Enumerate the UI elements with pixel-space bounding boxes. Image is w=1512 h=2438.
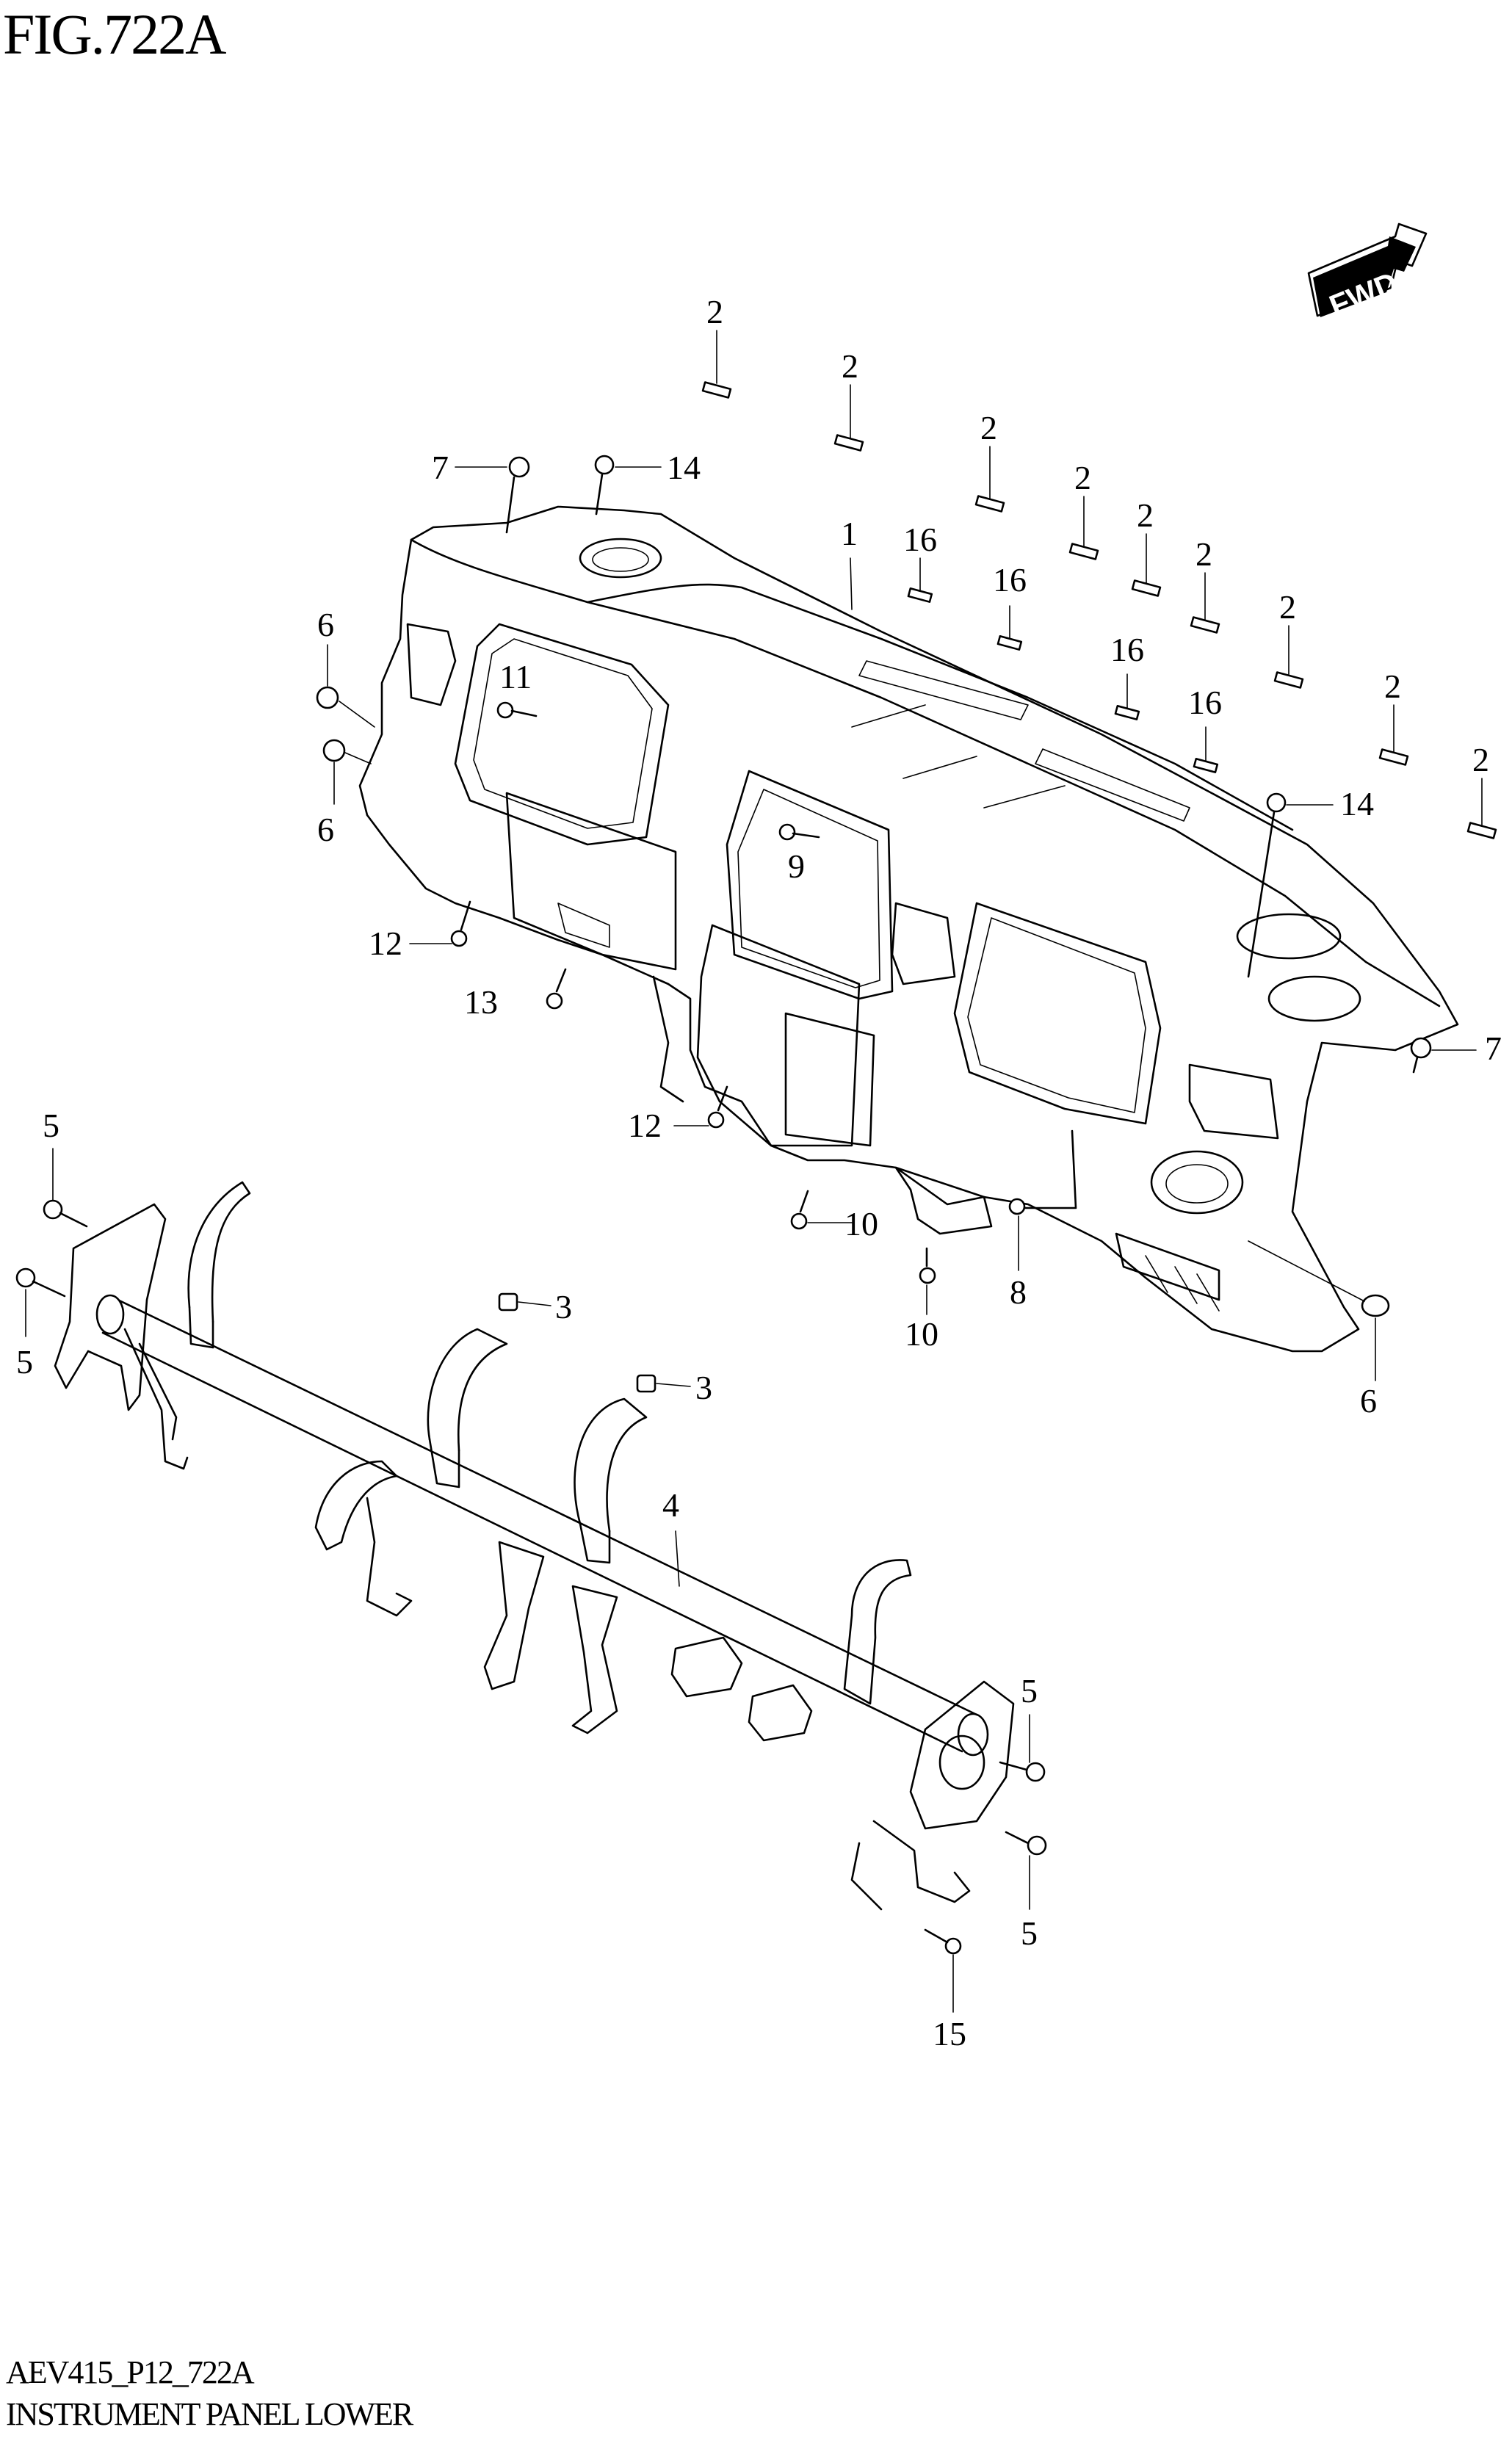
callout-2: 2 <box>1384 668 1401 705</box>
callout-14: 14 <box>1340 785 1374 822</box>
callout-14: 14 <box>667 449 701 486</box>
small-pad-group <box>907 557 1219 773</box>
callout-13: 13 <box>464 983 498 1021</box>
callout-6: 6 <box>317 811 334 848</box>
callout-10: 10 <box>905 1315 938 1353</box>
figure-code: AEV415_P12_722A <box>6 2354 255 2390</box>
callout-2: 2 <box>1196 535 1212 573</box>
callout-12: 12 <box>369 925 402 962</box>
callout-9: 9 <box>788 847 805 885</box>
callout-5: 5 <box>1021 1914 1038 1952</box>
callout-1: 1 <box>841 515 858 552</box>
figure-title: FIG.722A <box>3 2 227 66</box>
callout-3: 3 <box>555 1288 572 1325</box>
callout-2: 2 <box>842 347 858 385</box>
steering-support-member-part <box>54 1181 1015 1911</box>
cap-group <box>498 1292 691 1393</box>
callout-6: 6 <box>1360 1382 1377 1419</box>
callout-2: 2 <box>980 409 997 446</box>
callout-3: 3 <box>695 1369 712 1406</box>
callout-10: 10 <box>844 1205 878 1242</box>
callout-5: 5 <box>16 1343 33 1381</box>
callout-16: 16 <box>1110 631 1144 668</box>
figure-name: INSTRUMENT PANEL LOWER <box>6 2396 413 2432</box>
callout-2: 2 <box>1472 741 1489 778</box>
callout-11: 11 <box>499 658 532 695</box>
callout-7: 7 <box>432 449 449 486</box>
callout-12: 12 <box>628 1107 662 1144</box>
callout-5: 5 <box>1021 1672 1038 1710</box>
pad-cushion-group <box>701 330 1497 839</box>
callout-6: 6 <box>317 606 334 643</box>
callout-16: 16 <box>1188 684 1222 721</box>
instrument-panel-part <box>358 505 1459 1353</box>
callout-8: 8 <box>1010 1273 1027 1311</box>
callout-2: 2 <box>706 293 723 330</box>
callout-15: 15 <box>933 2015 966 2052</box>
callout-16: 16 <box>903 521 937 558</box>
callout-5: 5 <box>43 1107 59 1144</box>
callout-2: 2 <box>1074 459 1091 496</box>
callout-2: 2 <box>1137 496 1154 534</box>
fwd-direction-arrow-icon: FWD <box>1307 223 1428 323</box>
callout-labels: 2 2 2 2 2 2 2 2 2 1 16 16 16 16 7 14 6 6… <box>16 293 1502 2052</box>
callout-7: 7 <box>1485 1030 1502 1067</box>
callout-4: 4 <box>662 1486 679 1524</box>
callout-2: 2 <box>1279 588 1296 626</box>
fastener-group <box>15 455 1477 2013</box>
callout-16: 16 <box>993 561 1027 598</box>
